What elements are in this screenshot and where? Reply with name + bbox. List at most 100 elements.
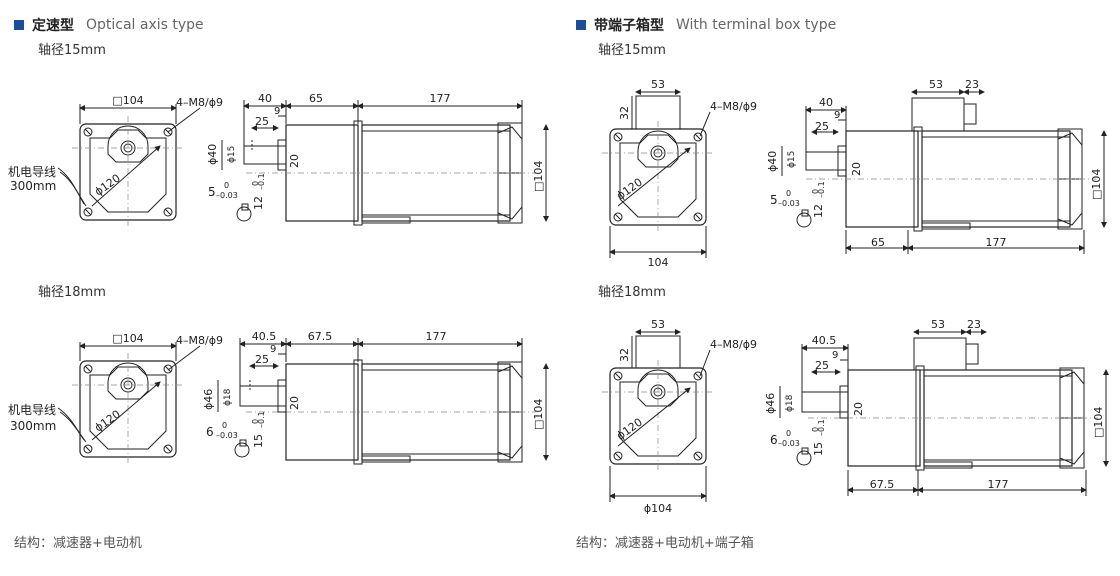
left-bottom-side-view: 40.5 25 9 67.5 177 ϕ46 ϕ18 20 □104 6 0 –…	[202, 330, 549, 465]
tol-15-lower: –0.1	[817, 419, 826, 436]
dim-23: 23	[965, 78, 979, 91]
right-shaft18-label: 轴径18mm	[598, 285, 666, 300]
dim-25: 25	[815, 120, 829, 133]
tol-12-lower: –0.1	[817, 181, 826, 198]
right-title-en: With terminal box type	[676, 17, 837, 33]
tol-12-lower: –0.1	[257, 173, 266, 190]
dim-32: 32	[618, 348, 631, 362]
tol-15-upper: 0	[811, 427, 820, 432]
dim-dia-46: ϕ46	[202, 389, 215, 410]
tol-5-lower: –0.03	[778, 199, 800, 208]
dim-9: 9	[834, 110, 840, 121]
right-top-side-view: 53 23 40 25 9 ϕ40 ϕ15 20 65 177 □104 5 0…	[766, 78, 1107, 254]
tol-12-upper: 0	[251, 181, 260, 186]
right-title-cn: 带端子箱型	[594, 18, 664, 34]
left-top-front-view: □104 4–M8/ϕ9 ϕ120 机电导线 300mm	[8, 94, 223, 229]
dim-25: 25	[255, 115, 269, 128]
left-footer: 结构：减速器+电动机	[14, 536, 142, 551]
wire-label: 机电导线	[8, 403, 56, 417]
dim-53b: 53	[929, 78, 943, 91]
dim-square-104: □104	[112, 94, 143, 107]
dim-bolt-holes: 4–M8/ϕ9	[710, 100, 757, 113]
tol-6-upper: 0	[786, 429, 791, 438]
tol-15: 15	[812, 442, 825, 456]
tol-6-lower: –0.03	[216, 431, 238, 440]
wire-length: 300mm	[10, 419, 56, 433]
dim-9: 9	[270, 344, 276, 355]
left-shaft15-label: 轴径15mm	[38, 43, 106, 58]
dim-bolt-holes: 4–M8/ϕ9	[710, 338, 757, 351]
dim-65: 65	[871, 236, 885, 249]
dim-dia-15: ϕ15	[227, 146, 237, 163]
dim-9: 9	[832, 350, 838, 361]
dim-9: 9	[274, 106, 280, 117]
dim-67-5: 67.5	[870, 478, 895, 491]
dim-40: 40	[819, 96, 833, 109]
dim-20: 20	[852, 402, 865, 416]
right-bottom-side-view: 53 23 40.5 25 9 ϕ46 ϕ18 20 67.5 177 □104…	[764, 318, 1109, 496]
tol-5: 5	[208, 185, 216, 199]
left-top-side-view: 40 25 9 65 177 ϕ40 ϕ15 20 □104 5 0 –0.03…	[206, 92, 549, 226]
dim-40-5: 40.5	[252, 330, 277, 343]
dim-25: 25	[815, 359, 829, 372]
wire-length: 300mm	[10, 179, 56, 193]
dim-pcd-120: ϕ120	[92, 408, 123, 435]
dim-20: 20	[288, 154, 301, 168]
dim-40-5: 40.5	[812, 334, 837, 347]
dim-177: 177	[988, 478, 1009, 491]
tol-5-lower: –0.03	[216, 191, 238, 200]
tol-15-upper: 0	[251, 419, 260, 424]
tol-12-upper: 0	[811, 189, 820, 194]
dim-dia-15: ϕ15	[787, 151, 797, 168]
dim-23: 23	[967, 318, 981, 331]
tol-5-upper: 0	[786, 189, 791, 198]
dim-pcd-120: ϕ120	[614, 416, 645, 443]
dim-dia-40: ϕ40	[766, 151, 779, 172]
right-shaft15-label: 轴径15mm	[598, 43, 666, 58]
wire-label: 机电导线	[8, 165, 56, 179]
right-bottom-front-view: 53 32 4–M8/ϕ9 ϕ120 ϕ104	[601, 318, 757, 515]
tol-6-lower: –0.03	[778, 439, 800, 448]
title-square-icon	[14, 20, 24, 30]
dim-pcd-120: ϕ120	[92, 172, 123, 199]
tol-6-upper: 0	[222, 421, 227, 430]
dim-dia-40: ϕ40	[206, 144, 219, 165]
left-bottom-front-view: □104 4–M8/ϕ9 ϕ120 机电导线 300mm	[8, 332, 223, 466]
right-title: 带端子箱型 With terminal box type	[576, 15, 836, 35]
dim-side-square: □104	[1090, 169, 1103, 200]
dim-177: 177	[430, 92, 451, 105]
tol-6: 6	[206, 425, 214, 439]
tol-6: 6	[770, 433, 778, 447]
dim-side-square: □104	[532, 399, 545, 430]
tol-12: 12	[252, 196, 265, 210]
dim-53: 53	[651, 78, 665, 91]
right-top-front-view: 53 32 4–M8/ϕ9 ϕ120 104	[601, 78, 757, 269]
dim-dia-18: ϕ18	[223, 388, 233, 406]
dim-bolt-holes: 4–M8/ϕ9	[176, 334, 223, 347]
dim-dia-46: ϕ46	[764, 393, 777, 414]
dim-32: 32	[618, 106, 631, 120]
dim-53b: 53	[931, 318, 945, 331]
tol-5-upper: 0	[224, 181, 229, 190]
left-title-en: Optical axis type	[86, 17, 204, 33]
dim-pcd-120: ϕ120	[614, 176, 645, 203]
tol-15-lower: –0.1	[257, 411, 266, 428]
dim-177: 177	[426, 330, 447, 343]
tol-5: 5	[770, 193, 778, 207]
dim-67-5: 67.5	[308, 330, 333, 343]
left-title-cn: 定速型	[32, 18, 74, 34]
right-footer: 结构：减速器+电动机+端子箱	[576, 536, 754, 551]
tol-12: 12	[812, 204, 825, 218]
dim-bolt-holes: 4–M8/ϕ9	[176, 96, 223, 109]
title-square-icon	[576, 20, 586, 30]
dim-20: 20	[288, 396, 301, 410]
dim-side-square: □104	[532, 161, 545, 192]
dim-65: 65	[309, 92, 323, 105]
left-title: 定速型 Optical axis type	[14, 15, 204, 35]
dim-square-104: □104	[112, 332, 143, 345]
dim-dia-18: ϕ18	[785, 394, 795, 412]
dim-side-square: □104	[1092, 407, 1105, 438]
dim-177: 177	[986, 236, 1007, 249]
dim-20: 20	[850, 162, 863, 176]
